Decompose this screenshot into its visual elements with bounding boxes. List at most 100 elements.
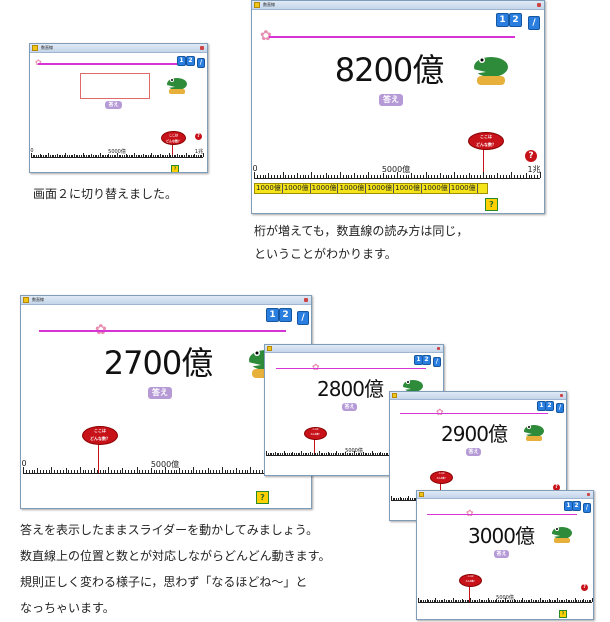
answer-button[interactable]: 答え: [379, 94, 403, 106]
number-line-tick: [369, 453, 371, 455]
number-line-tick: [383, 453, 385, 455]
number-line-tick: [256, 175, 258, 178]
number-line-tick: [491, 175, 493, 178]
answer-button[interactable]: 答え: [466, 448, 481, 456]
help-icon[interactable]: ?: [581, 584, 588, 591]
number-line-tick: [74, 470, 76, 473]
number-line-tick: [520, 600, 522, 602]
number-line-tick: [49, 155, 51, 157]
number-line-tick: [338, 453, 340, 455]
number-line-tick: [144, 155, 146, 157]
number-line-tick: [496, 599, 498, 602]
number-line-tick: [451, 600, 453, 602]
close-icon[interactable]: [200, 46, 204, 50]
slider-track[interactable]: [39, 330, 286, 332]
number-line-tick: [454, 600, 456, 602]
hint-icon[interactable]: ?: [559, 610, 567, 618]
window-title: 数直線: [32, 297, 44, 302]
pencil-icon[interactable]: /: [556, 403, 564, 413]
number-line-tick: [459, 175, 461, 178]
help-icon[interactable]: ?: [195, 133, 202, 140]
number-line-tick: [564, 600, 566, 602]
pencil-icon[interactable]: /: [297, 311, 309, 325]
number-line-tick: [448, 175, 450, 178]
close-icon[interactable]: [437, 347, 440, 350]
close-icon[interactable]: [537, 3, 541, 7]
number-line-tick: [391, 175, 393, 178]
number-line-tick: [163, 155, 165, 157]
number-line-tick: [46, 155, 48, 157]
number-line-tick: [468, 173, 470, 178]
close-icon[interactable]: [560, 394, 563, 397]
number-line-tick: [48, 153, 50, 157]
slider-track[interactable]: [400, 413, 548, 414]
number-line-tick: [394, 498, 396, 500]
answer-button[interactable]: 答え: [494, 550, 509, 558]
answer-button[interactable]: 答え: [342, 403, 357, 411]
number-line-tick: [373, 453, 375, 455]
number-line-tick: [557, 598, 559, 602]
answer-button[interactable]: 答え: [148, 387, 172, 399]
number-line-tick: [534, 175, 536, 178]
number-line-tick: [551, 600, 553, 602]
slider-track[interactable]: [269, 36, 515, 38]
pencil-icon[interactable]: /: [583, 503, 591, 513]
number-line-tick: [543, 600, 545, 602]
number-line-tick: [89, 155, 91, 157]
pencil-icon[interactable]: /: [528, 16, 540, 30]
pencil-icon[interactable]: /: [197, 58, 205, 68]
number-line-tick: [45, 470, 47, 473]
number-line-tick: [178, 155, 180, 157]
screen2-button[interactable]: 2: [422, 355, 431, 365]
help-icon[interactable]: ?: [525, 150, 537, 162]
number-line-tick: [328, 175, 330, 178]
slider-track[interactable]: [276, 368, 426, 369]
number-line-tick: [39, 154, 41, 157]
screen1-button[interactable]: 1: [177, 56, 186, 66]
mid-label: 5000億: [381, 165, 411, 174]
answer-button[interactable]: 答え: [105, 101, 122, 109]
number-line-tick: [101, 155, 103, 157]
slider-track[interactable]: [38, 63, 193, 65]
slider-flower-handle[interactable]: ✿: [35, 58, 42, 67]
hint-icon[interactable]: ?: [171, 165, 179, 172]
crocodile-image: [550, 524, 574, 544]
number-line-tick: [57, 470, 59, 473]
number-line-tick: [63, 155, 65, 157]
number-line-tick: [497, 173, 499, 178]
slider-track[interactable]: [427, 514, 577, 515]
number-line-tick: [269, 453, 271, 455]
number-line-tick: [292, 452, 294, 455]
number-line-tick: [196, 470, 198, 473]
screen2-button[interactable]: 2: [572, 501, 581, 511]
number-line-tick: [287, 453, 289, 455]
number-line-tick: [127, 155, 129, 157]
help-icon[interactable]: ?: [553, 484, 560, 491]
screen1-button[interactable]: 1: [266, 308, 279, 322]
screen2-button[interactable]: 2: [186, 56, 195, 66]
number-line-tick: [285, 453, 287, 455]
close-icon[interactable]: [304, 298, 308, 302]
screen2-button[interactable]: 2: [545, 401, 554, 411]
number-line-tick: [72, 155, 74, 157]
number-line-tick: [190, 155, 192, 157]
number-line-tick: [67, 155, 69, 157]
slider-flower-handle[interactable]: ✿: [260, 28, 272, 44]
hint-icon[interactable]: ?: [485, 198, 498, 211]
number-line-tick: [190, 470, 192, 473]
number-line-tick: [380, 452, 382, 455]
number-line-tick: [139, 155, 141, 157]
number-line-tick: [315, 453, 317, 455]
screen1-button[interactable]: 1: [496, 13, 509, 27]
number-line-tick: [153, 155, 155, 157]
pencil-icon[interactable]: /: [433, 357, 441, 367]
number-line-tick: [579, 600, 581, 602]
number-line-tick: [536, 600, 538, 602]
hint-icon[interactable]: ?: [256, 491, 269, 504]
screen2-button[interactable]: 2: [279, 308, 292, 322]
close-icon[interactable]: [587, 493, 590, 496]
number-line-tick: [74, 154, 75, 157]
number-line-tick: [581, 600, 583, 602]
screen2-button[interactable]: 2: [509, 13, 522, 27]
